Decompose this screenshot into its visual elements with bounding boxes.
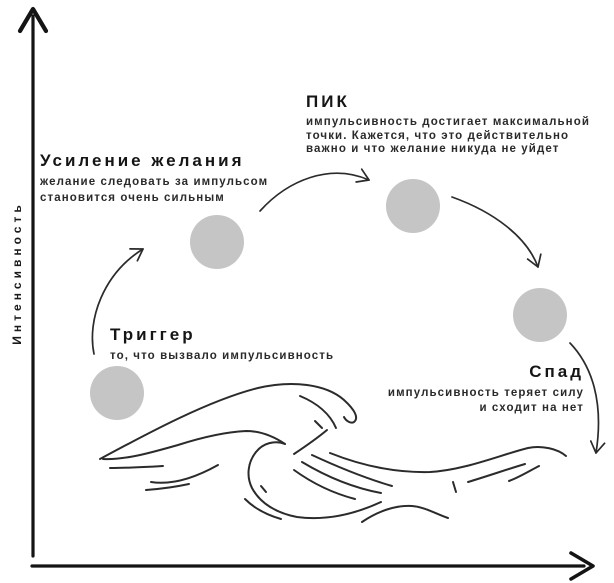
stage-desc-desire: желание следовать за импульсом становитс… <box>40 175 268 206</box>
stage-node-desire <box>190 215 244 269</box>
stage-node-peak <box>386 179 440 233</box>
arrow-decline-down <box>569 342 606 454</box>
x-axis-arrowhead-icon <box>569 551 595 581</box>
desc-line: важно и что желание никуда не уйдет <box>306 143 560 155</box>
stage-title-decline: Спад <box>529 362 584 381</box>
stage-title-trigger: Триггер <box>110 325 196 344</box>
stage-node-decline <box>513 288 567 342</box>
arrow-peak-to-decline <box>451 196 542 268</box>
wave-illustration <box>99 383 567 523</box>
stage-desc-trigger: то, что вызвало импульсивность <box>110 349 334 363</box>
stage-title-peak: ПИК <box>306 92 350 111</box>
desc-line: становится очень сильным <box>40 191 225 204</box>
desc-line: импульсивность теряет силу <box>387 387 584 399</box>
stage-block-decline: Спад импульсивность теряет силу и сходит… <box>388 362 584 416</box>
desc-line: желание следовать за импульсом <box>40 176 269 188</box>
stage-block-desire: Усиление желания желание следовать за им… <box>40 151 268 206</box>
desc-line: и сходит на нет <box>479 402 584 414</box>
stage-desc-decline: импульсивность теряет силу и сходит на н… <box>388 386 584 416</box>
desc-line: импульсивность достигает максимальной <box>306 116 591 128</box>
stage-node-trigger <box>90 366 144 420</box>
arrow-trigger-to-desire <box>91 248 144 355</box>
stage-title-desire: Усиление желания <box>40 151 245 170</box>
y-axis-arrowhead-icon <box>17 6 49 34</box>
stage-block-peak: ПИК импульсивность достигает максимально… <box>306 92 590 157</box>
desc-line: точки. Кажется, что это действительно <box>306 129 570 142</box>
y-axis-label: Интенсивность <box>10 201 24 345</box>
arrow-desire-to-peak <box>259 168 370 212</box>
flow-arrows <box>91 168 606 454</box>
stage-desc-peak: импульсивность достигает максимальной то… <box>306 116 590 157</box>
desc-line: то, что вызвало импульсивность <box>110 350 335 362</box>
stage-block-trigger: Триггер то, что вызвало импульсивность <box>110 325 334 363</box>
stage-nodes <box>90 179 567 420</box>
axes <box>17 6 595 581</box>
